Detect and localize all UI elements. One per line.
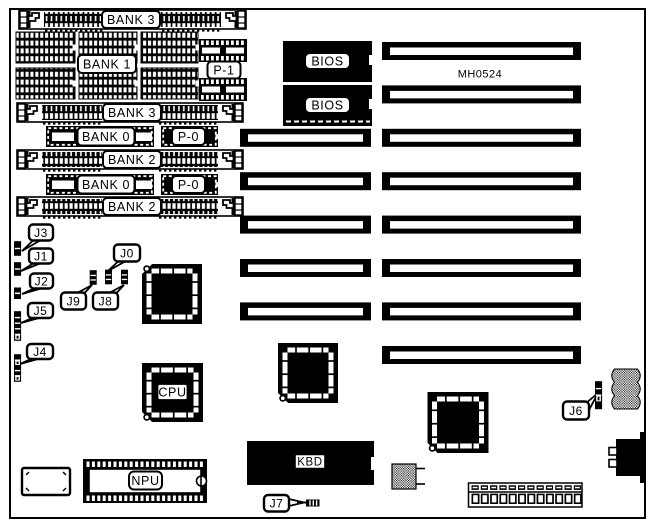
svg-text:J3: J3	[34, 226, 48, 240]
svg-text:J0: J0	[120, 246, 134, 260]
svg-text:BIOS: BIOS	[311, 99, 343, 113]
svg-text:J2: J2	[35, 274, 49, 288]
svg-text:CPU: CPU	[158, 386, 186, 400]
svg-text:J7: J7	[270, 497, 284, 511]
svg-text:BANK 0: BANK 0	[82, 130, 130, 144]
svg-text:BANK 0: BANK 0	[82, 178, 130, 192]
svg-text:P-0: P-0	[178, 130, 199, 144]
svg-text:BANK 1: BANK 1	[83, 58, 131, 72]
svg-text:BIOS: BIOS	[311, 55, 343, 69]
svg-text:J4: J4	[33, 345, 47, 359]
svg-text:J6: J6	[569, 404, 583, 418]
svg-text:BANK 3: BANK 3	[108, 106, 156, 120]
svg-text:NPU: NPU	[131, 474, 159, 488]
svg-text:J8: J8	[99, 294, 113, 308]
svg-text:MH0524: MH0524	[458, 69, 503, 81]
svg-text:KBD: KBD	[297, 457, 322, 469]
svg-text:BANK 2: BANK 2	[108, 153, 156, 167]
svg-text:J5: J5	[34, 304, 48, 318]
svg-text:J9: J9	[67, 294, 81, 308]
svg-text:BANK 3: BANK 3	[107, 13, 155, 27]
svg-text:J1: J1	[34, 249, 48, 263]
svg-text:BANK 2: BANK 2	[108, 200, 156, 214]
svg-text:P-1: P-1	[213, 64, 234, 78]
svg-text:P-0: P-0	[178, 178, 199, 192]
